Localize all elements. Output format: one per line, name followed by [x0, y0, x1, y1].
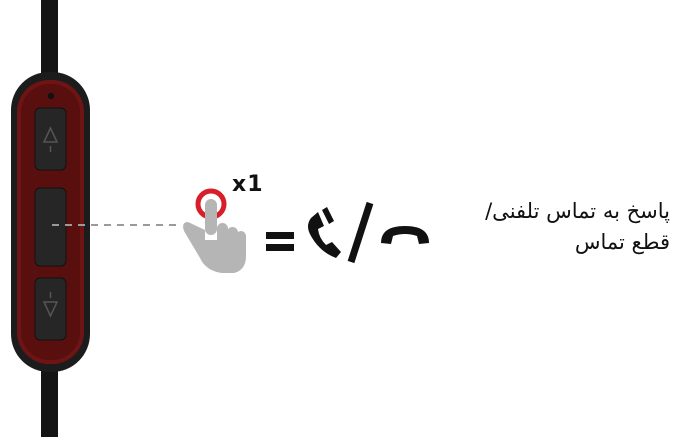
inline-remote: [11, 72, 90, 372]
description-line-2: قطع تماس: [574, 230, 670, 254]
microphone-hole: [47, 92, 55, 100]
volume-down-button[interactable]: [34, 277, 67, 341]
description-line-1: پاسخ به تماس تلفنی/: [485, 199, 670, 223]
tap-count-label: x1: [232, 172, 264, 197]
hand-pointer-icon: [183, 188, 246, 273]
cable-top: [41, 0, 58, 80]
triangle-up-icon: [42, 126, 59, 143]
phone-hangup-icon: [381, 226, 429, 244]
phone-answer-icon: [308, 207, 341, 258]
function-description: پاسخ به تماس تلفنی/ قطع تماس: [438, 196, 670, 258]
volume-up-button[interactable]: [34, 107, 67, 171]
slash-separator: [347, 201, 374, 264]
cable-bottom: [41, 360, 58, 437]
multifunction-button[interactable]: [34, 187, 67, 267]
equals-sign: [266, 232, 294, 251]
triangle-down-icon: [42, 301, 59, 318]
